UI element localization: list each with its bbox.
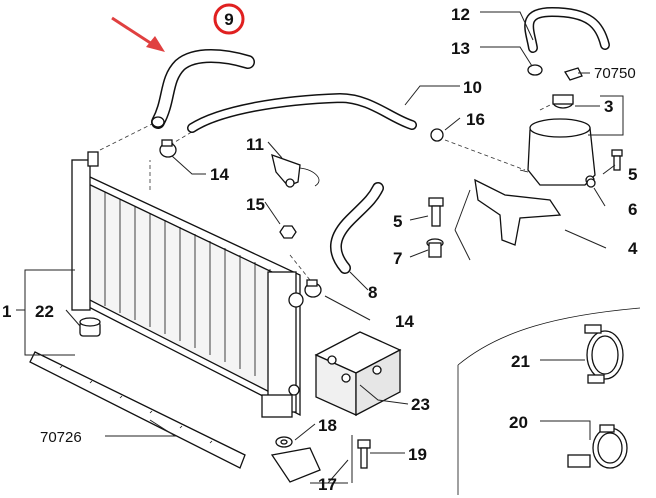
callout-9[interactable]: 9 [224, 10, 233, 29]
mount-bracket-17 [270, 447, 321, 483]
callout-4[interactable]: 4 [628, 239, 638, 258]
callout-12[interactable]: 12 [451, 5, 470, 24]
highlight-circle-9 [213, 3, 245, 35]
leader-lines [16, 11, 624, 484]
tank-bracket [474, 178, 562, 246]
red-pointer-arrow [111, 16, 165, 52]
callout-21[interactable]: 21 [511, 352, 530, 371]
nut [279, 225, 297, 239]
callout-5-left[interactable]: 5 [393, 212, 402, 231]
callout-14-upper[interactable]: 14 [210, 165, 229, 184]
inset-divider [457, 307, 641, 495]
bolt-19 [357, 439, 371, 469]
upper-radiator-hose [151, 49, 255, 129]
callout-19[interactable]: 19 [408, 445, 427, 464]
callout-14-lower[interactable]: 14 [395, 312, 414, 331]
callout-3[interactable]: 3 [604, 97, 613, 116]
washer-18 [275, 436, 293, 448]
callout-18[interactable]: 18 [318, 416, 337, 435]
hardware-kit-box [314, 331, 402, 417]
callout-6[interactable]: 6 [628, 200, 637, 219]
label-sticker [564, 67, 583, 81]
callout-5-right[interactable]: 5 [628, 165, 637, 184]
overflow-hose [524, 6, 610, 53]
radiator-mount-rubber [79, 317, 101, 337]
radiator [71, 151, 304, 418]
callout-1[interactable]: 1 [2, 302, 11, 321]
callout-17[interactable]: 17 [318, 475, 337, 494]
callout-7[interactable]: 7 [393, 249, 402, 268]
bolt-5-left [428, 197, 444, 227]
callout-8[interactable]: 8 [368, 283, 377, 302]
hose-clamp-lower [304, 279, 322, 298]
hose-clamp-20 [567, 424, 628, 469]
callout-23[interactable]: 23 [411, 395, 430, 414]
lower-radiator-hose [330, 182, 384, 274]
callout-10[interactable]: 10 [463, 78, 482, 97]
callout-13[interactable]: 13 [451, 39, 470, 58]
callout-16[interactable]: 16 [466, 110, 485, 129]
callout-70750[interactable]: 70750 [594, 65, 636, 82]
callout-11[interactable]: 11 [246, 135, 264, 154]
nut-6 [586, 178, 596, 188]
tank-cap [552, 94, 574, 109]
callout-22[interactable]: 22 [35, 302, 54, 321]
temperature-sensor [271, 153, 320, 188]
bolt-5-right [611, 149, 623, 171]
hose-clamp-upper [159, 139, 177, 158]
callout-15[interactable]: 15 [246, 195, 265, 214]
air-deflector-strip [29, 351, 246, 469]
expansion-tank [519, 118, 596, 186]
callout-70726[interactable]: 70726 [40, 429, 82, 446]
hose-clamp-21 [584, 324, 624, 384]
expansion-tank-hose [187, 92, 417, 133]
hose-clamp-16 [430, 128, 444, 142]
callout-20[interactable]: 20 [509, 413, 528, 432]
callout-labels: 9 12 13 70750 10 3 16 11 5 14 15 6 5 4 7… [2, 5, 638, 494]
spacer-7 [426, 238, 444, 258]
small-clamp [527, 64, 543, 76]
